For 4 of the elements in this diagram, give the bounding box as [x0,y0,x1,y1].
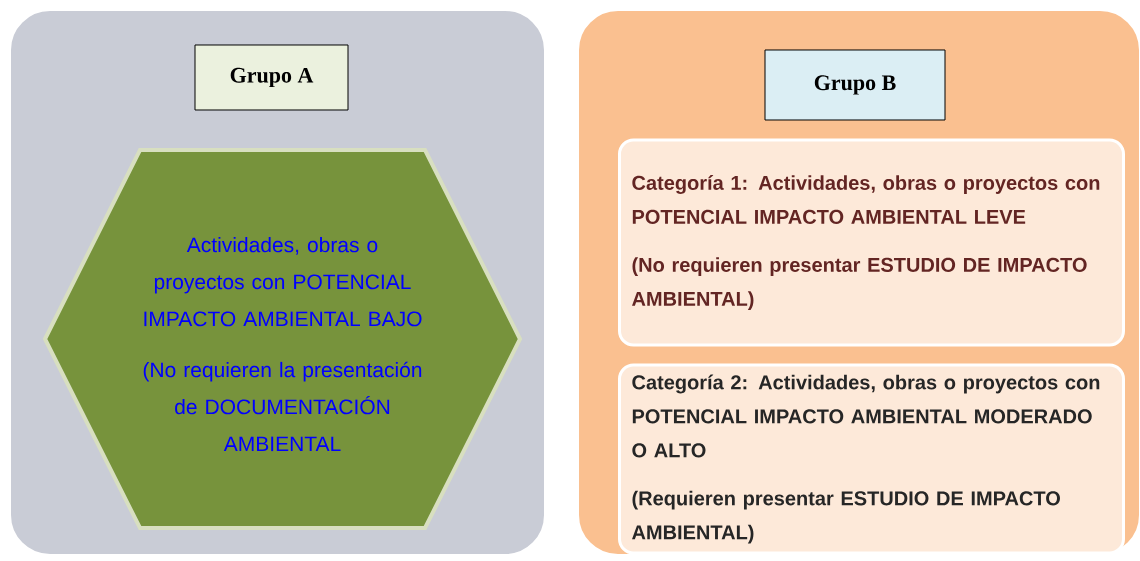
category-box: Categoría 2: Actividades, obras o proyectos con POTENCIAL IMPACTO AMBIENTAL MODERADO O ALTO (Requieren presentar ESTUDIO DE IMPACTO AMBIENTAL) [618,363,1125,555]
group-label-box: Grupo B [764,49,946,121]
category-box: Categoría 1: Actividades, obras o proyectos con POTENCIAL IMPACTO AMBIENTAL LEVE (No requieren presentar ESTUDIO DE IMPACTO AMBIENTAL) [618,138,1125,347]
group-label-box: Grupo A [194,44,349,111]
